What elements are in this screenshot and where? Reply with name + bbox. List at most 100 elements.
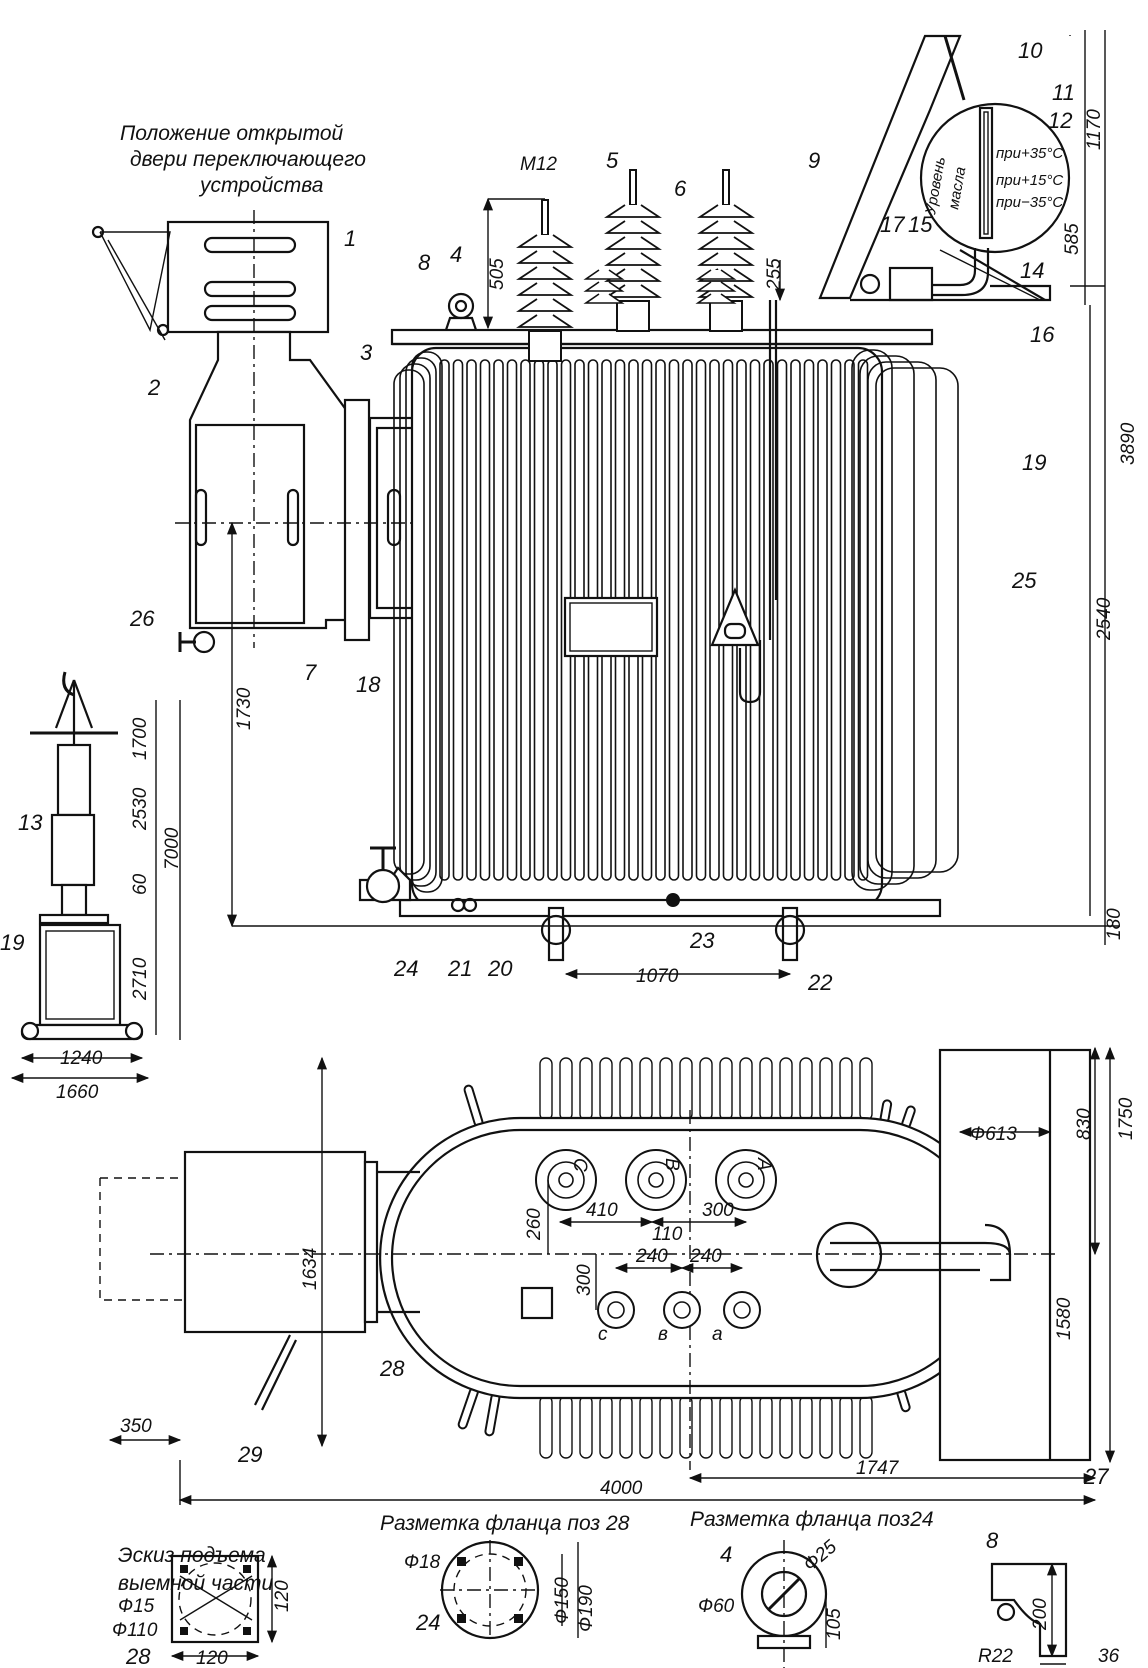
dim-1747: 1747 [856,1458,900,1479]
radiator-loop-left [393,369,425,875]
fin-top [719,1057,733,1121]
fin-arc-left-inner [465,1086,482,1126]
bushing-shed [697,204,755,218]
lv-bushing-core [733,1301,751,1319]
radiator-tube [479,359,491,881]
dim-7000: 7000 [162,827,183,870]
thermometer-25 [710,587,760,647]
fin-top [599,1057,613,1121]
conservator [919,102,1071,254]
conservator-plan [938,1048,1092,1462]
lv-bushing-shed [583,281,625,292]
bushing-shed [604,204,662,218]
callout-19: 19 [1022,450,1046,475]
radiator-tube [803,359,815,881]
bushing-shed [697,252,755,266]
fin-arc-left-inner [486,1394,499,1435]
callout-24: 24 [393,956,418,981]
callout-28: 28 [379,1356,405,1381]
bushing-hv-b: В [661,1158,682,1171]
dim-505: 505 [487,258,508,290]
radiator-tube [682,359,693,881]
detail-24-label: 24 [415,1610,440,1635]
bushing-labels: С В А с в а [569,1157,774,1345]
dim-260: 260 [524,1208,545,1241]
dim-60: 60 [130,873,151,895]
hv-bushing-core [648,1172,664,1188]
hv-bushing-mid [727,1161,765,1199]
caption-door-2: двери переключающего [130,148,366,171]
radiator-tube [493,359,504,881]
bushing-hv-a: А [753,1157,774,1171]
callout-2: 2 [147,375,160,400]
lifting-lug-4 [447,292,475,320]
radiator-loop-left [405,357,437,887]
fin-top [839,1057,853,1121]
conservator-support-9 [818,34,962,300]
bushing-lv-a: а [712,1324,723,1345]
radiator-tube [533,359,545,881]
dim-255: 255 [764,258,785,291]
dim-120-h: 120 [196,1648,228,1668]
fin-bottom [619,1395,633,1459]
dim-phi613: Ф613 [970,1124,1017,1145]
radiator-loop-right [867,361,937,879]
radiator-tube [749,359,761,881]
radiator-tube [817,359,828,881]
fin-bottom [719,1395,733,1459]
captions: Положение открытой двери переключающего … [118,122,934,1595]
radiator-loop-left [399,363,431,881]
dim-1070: 1070 [636,966,679,987]
fin-top [859,1057,873,1121]
radiator-loop-left [411,351,443,893]
lift-elevation [10,671,181,1084]
dim-120-v: 120 [272,1580,293,1612]
fin-bottom [759,1395,773,1459]
switch-device-plan [183,1150,367,1334]
dim-110: 110 [652,1224,683,1245]
dim-180: 180 [1104,908,1125,940]
radiator-tube [763,359,774,881]
callout-17: 17 [880,212,905,237]
oil-mark-35p: при+35°С [996,145,1063,162]
detail-flange-28 [440,1540,579,1640]
callout-18: 18 [356,672,381,697]
radiator-loop-right [859,355,915,885]
dim-phi150: Ф150 [552,1577,573,1624]
dim-2530: 2530 [130,787,151,831]
callout-11: 11 [1052,80,1075,105]
hv-bushing-mid [637,1161,675,1199]
dim-phi110: Ф110 [112,1620,158,1641]
fin-top [699,1057,713,1121]
fin-bottom [659,1395,673,1459]
fin-bottom [839,1395,853,1459]
callout-21: 21 [447,956,472,981]
bushing-shed [516,282,574,296]
caption-flange24: Разметка фланца поз24 [690,1508,934,1531]
fin-bottom [779,1395,793,1459]
detail-28-label: 28 [125,1644,151,1668]
callout-22: 22 [807,970,832,995]
bushing-shed [516,298,574,312]
callout-6: 6 [674,176,687,201]
front-view [91,30,1120,980]
fin-bottom [739,1395,753,1459]
oil-gauge-glass [978,106,994,240]
flange-28 [520,1286,554,1320]
bushing-shed [604,220,662,234]
radiator-tube [830,359,842,881]
dim-m12: М12 [520,154,557,175]
radiator-tube [547,359,558,881]
oil-mark-15p: при+15°С [996,172,1063,189]
dim-410: 410 [586,1200,618,1221]
callout-26: 26 [129,606,155,631]
fin-top [619,1057,633,1121]
bushing-lv-c: с [598,1324,608,1345]
switch-door-box [166,220,330,334]
fin-arc-right-inner [898,1390,909,1411]
caption-door-1: Положение открытой [120,122,344,145]
callout-14: 14 [1020,258,1044,283]
dim-300b: 300 [574,1264,595,1296]
fin-top [659,1057,673,1121]
fin-bottom [599,1395,613,1459]
